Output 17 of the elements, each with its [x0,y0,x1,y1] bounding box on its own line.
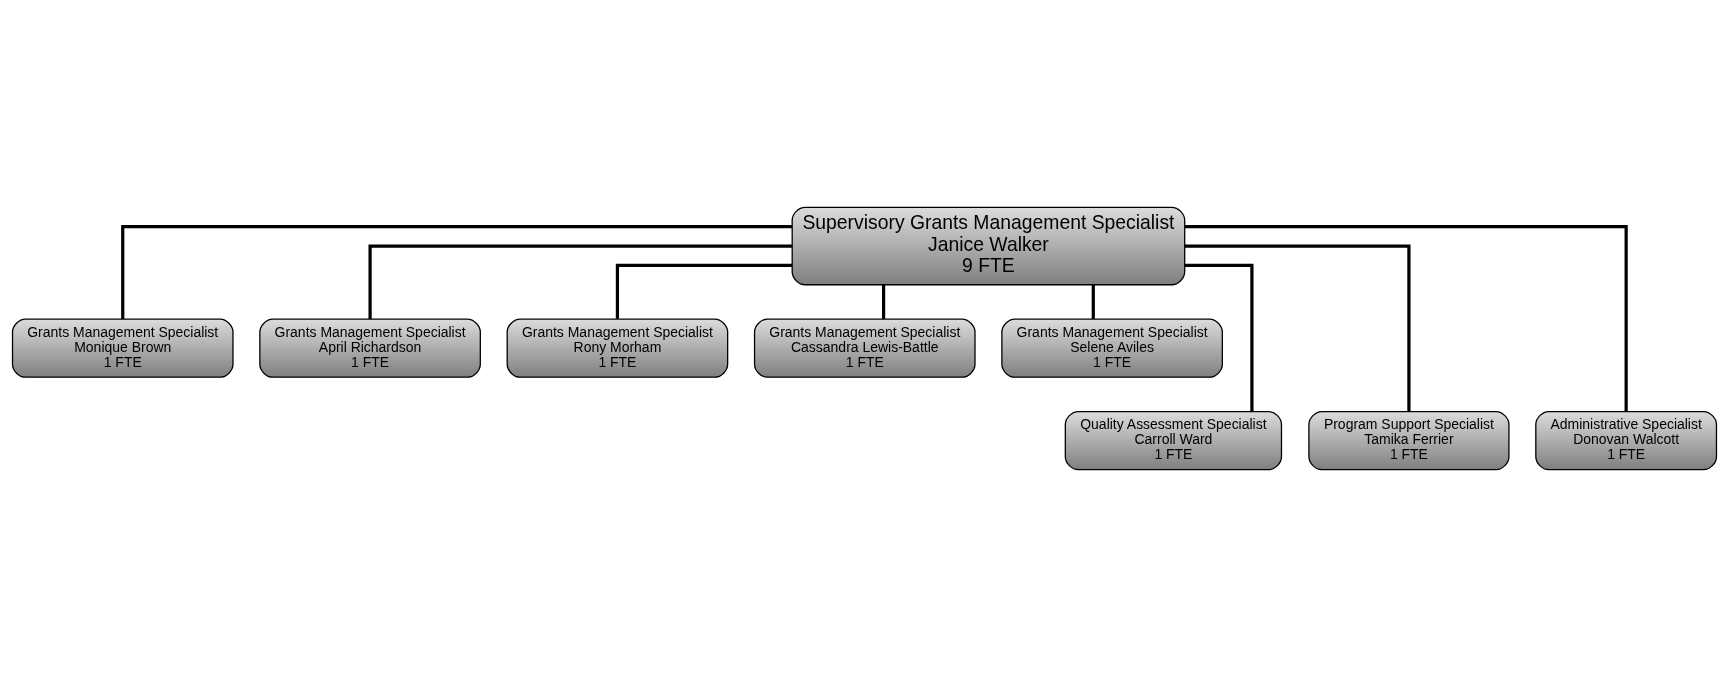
node-box: Grants Management Specialist April Richardson 1 FTE [259,318,481,378]
connector [615,263,793,319]
connector [368,243,792,319]
node-box: Administrative Specialist Donovan Walcott 1 FTE [1535,410,1718,470]
connector [1184,243,1411,411]
connector [121,224,792,319]
node-box: Grants Management Specialist Cassandra Lewis-Battle 1 FTE [753,318,976,378]
connector [1184,263,1254,411]
node-box: Supervisory Grants Management Specialist Janice Walker 9 FTE [791,206,1186,285]
connector [881,284,886,319]
node-box: Grants Management Specialist Rony Morham 1 FTE [506,318,729,378]
connector [1091,284,1095,319]
node-box: Quality Assessment Specialist Carroll Ward 1 FTE [1064,410,1283,470]
node-box: Program Support Specialist Tamika Ferrier 1 FTE [1308,410,1510,470]
node-box: Grants Management Specialist Selene Aviles 1 FTE [1001,318,1223,378]
connector [1185,224,1628,411]
node-box: Grants Management Specialist Monique Brown 1 FTE [11,318,234,378]
